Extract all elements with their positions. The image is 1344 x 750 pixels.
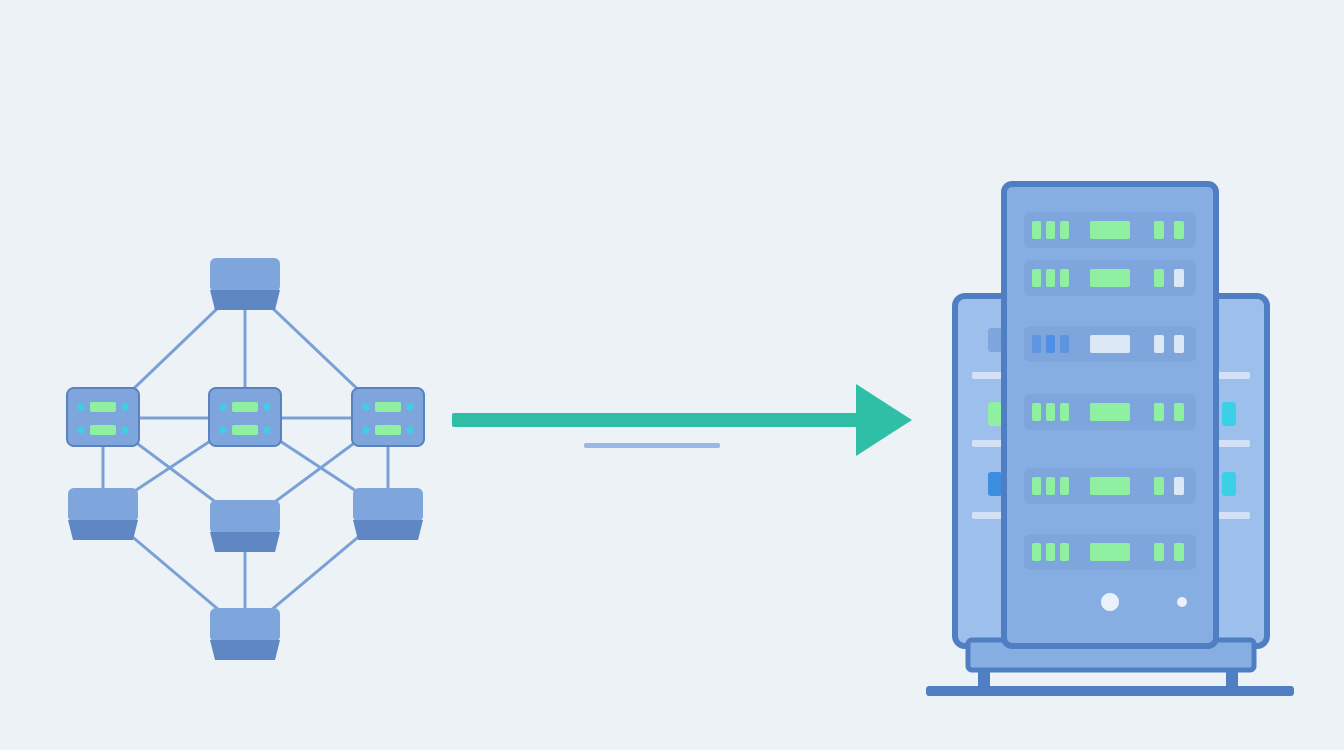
device-node-base	[210, 640, 280, 660]
server-node-icon	[351, 387, 425, 447]
slot-indicator	[1154, 543, 1164, 561]
slot-display	[1090, 543, 1130, 561]
slot-led	[1060, 335, 1069, 353]
network-nodes	[66, 258, 425, 660]
slot-display	[1090, 335, 1130, 353]
rack-slot	[1024, 212, 1196, 248]
rack-stand	[926, 686, 1294, 696]
slot-led	[1060, 543, 1069, 561]
rack-status-light	[1177, 597, 1187, 607]
node-slot	[232, 402, 258, 412]
node-led	[77, 403, 85, 411]
device-node-base	[353, 520, 423, 540]
device-node-base	[210, 532, 280, 552]
slot-led	[1032, 221, 1041, 239]
device-node-icon	[210, 258, 280, 310]
node-led	[406, 403, 414, 411]
slot-indicator	[1174, 335, 1184, 353]
slot-led	[1046, 543, 1055, 561]
device-node-body	[210, 500, 280, 534]
slot-indicator	[1154, 269, 1164, 287]
node-led	[362, 403, 370, 411]
rack-side-indicator	[988, 328, 1002, 352]
server-node-icon	[66, 387, 140, 447]
slot-led	[1060, 403, 1069, 421]
connector	[452, 384, 912, 456]
device-node-icon	[353, 488, 423, 540]
device-node-body	[210, 258, 280, 292]
server-node-body	[208, 387, 282, 447]
node-led	[406, 426, 414, 434]
slot-indicator	[1154, 221, 1164, 239]
node-slot	[375, 402, 401, 412]
slot-indicator	[1154, 335, 1164, 353]
arrow-shaft	[452, 413, 872, 427]
node-led	[121, 426, 129, 434]
node-led	[263, 403, 271, 411]
node-led	[263, 426, 271, 434]
node-led	[121, 403, 129, 411]
rack-side-indicator	[988, 402, 1002, 426]
slot-led	[1060, 221, 1069, 239]
server-node-icon	[208, 387, 282, 447]
server-node-body	[351, 387, 425, 447]
slot-led	[1046, 335, 1055, 353]
rack-slot	[1024, 534, 1196, 570]
node-slot	[232, 425, 258, 435]
node-slot	[375, 425, 401, 435]
slot-led	[1046, 477, 1055, 495]
slot-display	[1090, 403, 1130, 421]
slot-led	[1046, 221, 1055, 239]
distributed-server-network-icon	[66, 258, 425, 660]
rack-side-indicator	[1222, 402, 1236, 426]
rack-slot	[1024, 260, 1196, 296]
server-rack-icon	[926, 181, 1294, 696]
rack-slot	[1024, 394, 1196, 430]
node-slot	[90, 402, 116, 412]
device-node-icon	[210, 500, 280, 552]
slot-indicator	[1154, 477, 1164, 495]
device-node-base	[210, 290, 280, 310]
slot-led	[1032, 269, 1041, 287]
slot-indicator	[1174, 477, 1184, 495]
node-led	[77, 426, 85, 434]
node-led	[362, 426, 370, 434]
node-slot	[90, 425, 116, 435]
slot-indicator	[1174, 543, 1184, 561]
slot-display	[1090, 269, 1130, 287]
device-node-base	[68, 520, 138, 540]
slot-led	[1060, 269, 1069, 287]
slot-indicator	[1174, 269, 1184, 287]
rack-slot	[1024, 468, 1196, 504]
node-led	[219, 403, 227, 411]
slot-led	[1032, 403, 1041, 421]
device-node-body	[210, 608, 280, 642]
slot-led	[1032, 543, 1041, 561]
device-node-icon	[68, 488, 138, 540]
rack-slot	[1024, 326, 1196, 362]
slot-led	[1032, 477, 1041, 495]
device-node-icon	[210, 608, 280, 660]
slot-indicator	[1174, 403, 1184, 421]
slot-indicator	[1154, 403, 1164, 421]
slot-indicator	[1174, 221, 1184, 239]
device-node-body	[68, 488, 138, 522]
slot-display	[1090, 221, 1130, 239]
rack-side-indicator	[988, 472, 1002, 496]
slot-led	[1046, 403, 1055, 421]
slot-led	[1032, 335, 1041, 353]
node-led	[219, 426, 227, 434]
slot-display	[1090, 477, 1130, 495]
arrow-right-icon	[856, 384, 912, 456]
slot-led	[1046, 269, 1055, 287]
device-node-body	[353, 488, 423, 522]
server-node-body	[66, 387, 140, 447]
slot-led	[1060, 477, 1069, 495]
rack-side-indicator	[1222, 472, 1236, 496]
rack-power-knob	[1101, 593, 1119, 611]
arrow-underline	[584, 443, 720, 448]
